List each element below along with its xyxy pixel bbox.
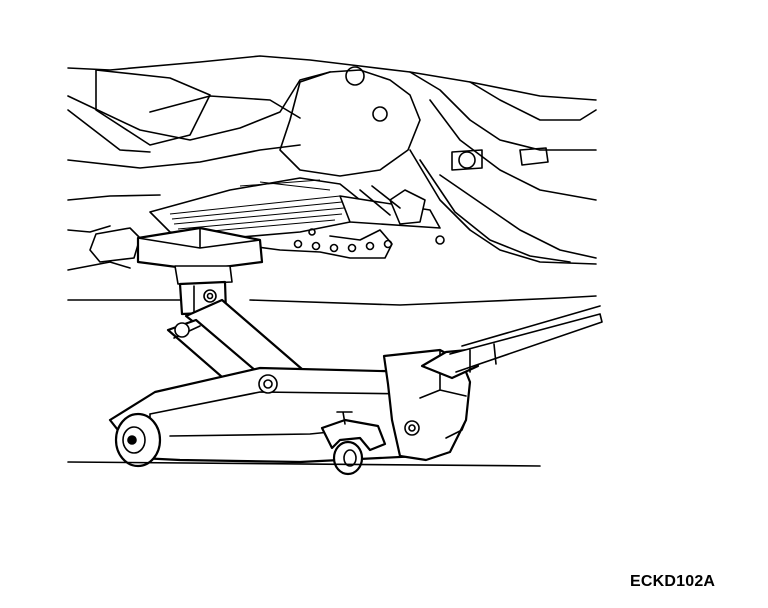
- floor-jack: [108, 226, 603, 476]
- figure-code-label: ECKD102A: [630, 573, 716, 590]
- vehicle-underbody: [67, 55, 597, 306]
- front-wheel: [114, 412, 162, 468]
- ground-line: [67, 461, 541, 467]
- rear-caster: [320, 411, 387, 476]
- pan-bolts: [293, 228, 445, 253]
- pivot-bolt: [258, 374, 278, 394]
